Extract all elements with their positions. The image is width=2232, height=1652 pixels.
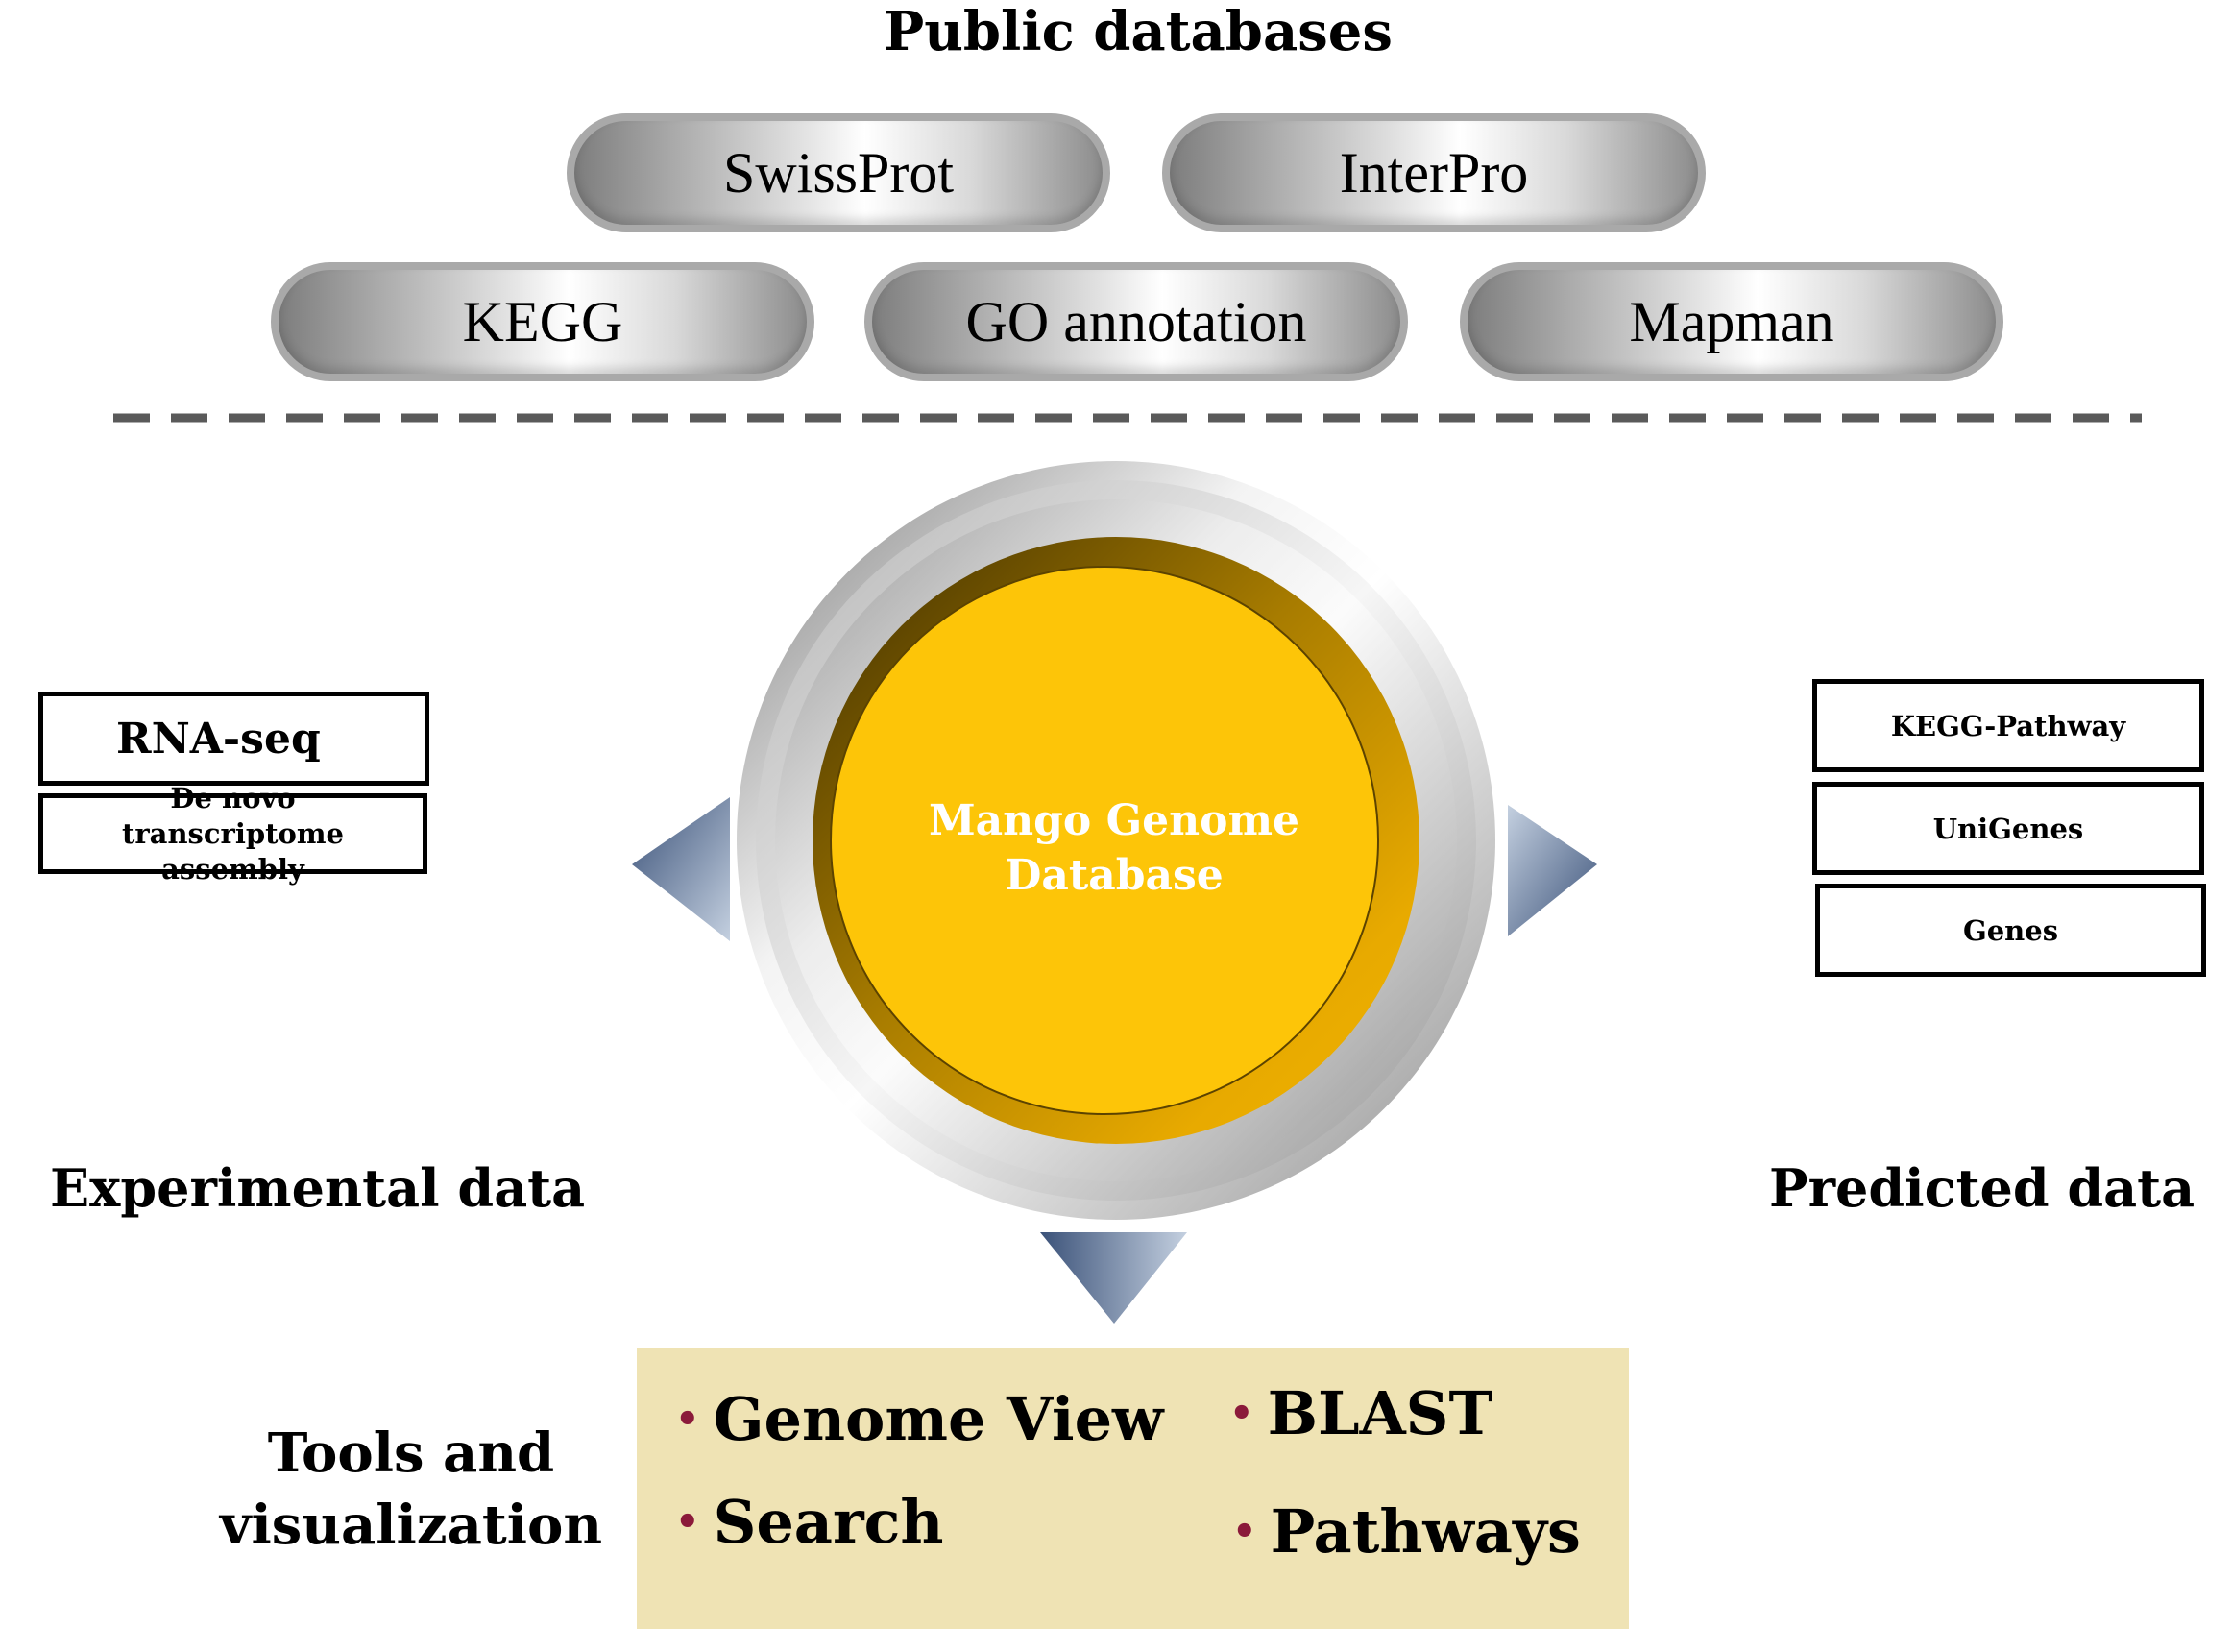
db-pill-mapman: Mapman	[1460, 262, 2003, 381]
tool-pathways[interactable]: • Pathways	[1232, 1496, 1581, 1567]
predicted-data-title: Predicted data	[1769, 1157, 2196, 1219]
tools-title-line1: Tools and	[267, 1421, 555, 1485]
arrow-left	[632, 797, 730, 941]
tool-label: Genome View	[713, 1384, 1164, 1454]
bullet-icon: •	[1229, 1391, 1254, 1436]
tool-search[interactable]: • Search	[675, 1487, 943, 1557]
tools-panel: • Genome View • BLAST • Search • Pathway…	[637, 1348, 1629, 1629]
tools-title-line2: visualization	[219, 1494, 603, 1557]
database-name-line2: Database	[1005, 851, 1224, 900]
database-name: Mango Genome Database	[855, 793, 1373, 903]
db-pill-go-annotation: GO annotation	[864, 262, 1408, 381]
experimental-data-title: Experimental data	[50, 1157, 586, 1219]
tool-label: BLAST	[1267, 1378, 1493, 1448]
db-pill-kegg: KEGG	[271, 262, 814, 381]
arrow-down	[1040, 1232, 1187, 1324]
db-pill-interpro: InterPro	[1162, 113, 1706, 232]
bullet-icon: •	[675, 1397, 700, 1442]
bullet-icon: •	[675, 1499, 700, 1544]
dashed-divider	[113, 413, 2142, 423]
predicted-item-unigenes: UniGenes	[1812, 782, 2204, 875]
predicted-item-genes: Genes	[1815, 884, 2206, 977]
tool-blast[interactable]: • BLAST	[1229, 1378, 1493, 1448]
database-name-line1: Mango Genome	[928, 796, 1300, 845]
tool-genome-view[interactable]: • Genome View	[675, 1384, 1163, 1454]
tool-label: Search	[713, 1487, 944, 1557]
bullet-icon: •	[1232, 1509, 1257, 1554]
experimental-item-rna-seq: RNA-seq	[38, 692, 429, 786]
tool-label: Pathways	[1270, 1496, 1581, 1567]
public-databases-title: Public databases	[884, 0, 1393, 63]
experimental-item-de-novo-assembly: De novo transcriptome assembly	[38, 782, 427, 886]
db-pill-swissprot: SwissProt	[567, 113, 1110, 232]
tools-title: Tools and visualization	[219, 1418, 603, 1562]
arrow-right	[1508, 805, 1597, 936]
predicted-item-kegg-pathway: KEGG-Pathway	[1812, 679, 2204, 772]
